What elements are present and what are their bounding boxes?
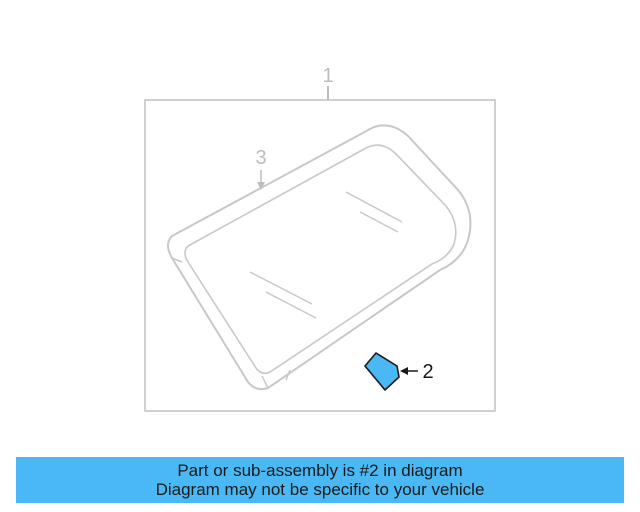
highlighted-part-2 [364, 352, 400, 391]
callout-1-label: 1 [322, 65, 333, 87]
banner-line-part-number: Part or sub-assembly is #2 in diagram [177, 461, 463, 480]
reflection-line [265, 291, 317, 319]
callout-2-arrowhead [400, 367, 408, 375]
callout-2-label: 2 [422, 361, 433, 383]
callout-3-arrowhead [257, 182, 265, 190]
callout-3-label: 3 [255, 147, 266, 169]
info-banner: Part or sub-assembly is #2 in diagram Di… [16, 457, 624, 503]
reflection-line [359, 211, 399, 233]
assembly-frame [144, 99, 496, 412]
glass-panel-outline [167, 124, 472, 391]
reflection-line [345, 191, 403, 223]
reflection-line [249, 271, 313, 305]
glass-panel-seal-edge [184, 144, 457, 375]
parts-diagram: 1 3 2 [144, 65, 496, 412]
banner-line-disclaimer: Diagram may not be specific to your vehi… [155, 480, 485, 499]
glass-panel-bottom-edge [171, 257, 291, 389]
